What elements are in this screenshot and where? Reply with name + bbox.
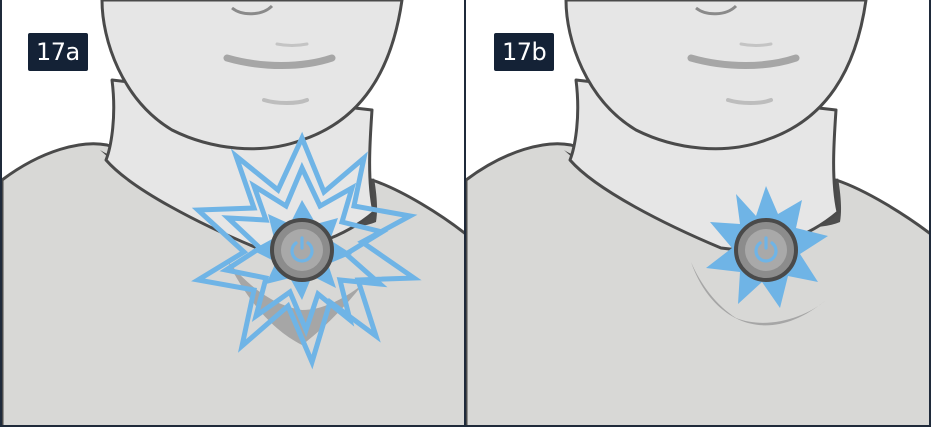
panel-17b: 17b [465, 0, 931, 427]
lip-upper [741, 44, 771, 46]
device-face [281, 229, 323, 271]
lip-upper [277, 44, 307, 46]
device-face [745, 229, 787, 271]
panel-label-17a: 17a [28, 33, 88, 71]
panel-17a: 17a [0, 0, 465, 427]
panel-label-17b: 17b [494, 33, 554, 71]
